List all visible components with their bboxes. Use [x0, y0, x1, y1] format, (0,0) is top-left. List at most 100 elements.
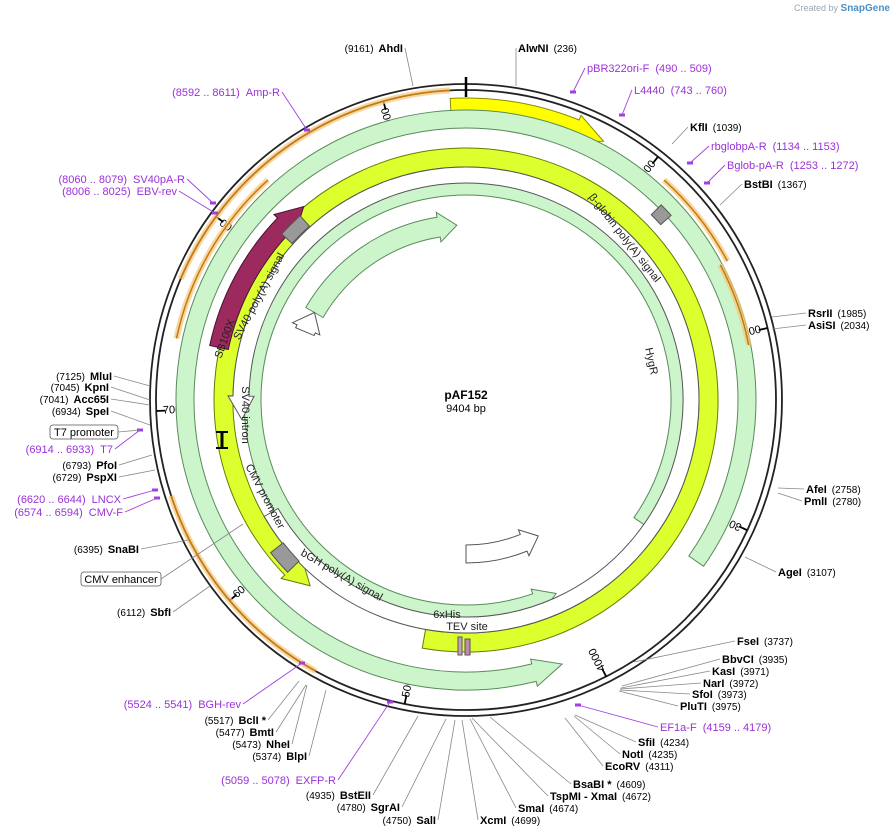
primer-sv40pa-r[interactable]: (8060 .. 8079)SV40pA-R: [59, 174, 216, 205]
boxed-feature-t7-promoter[interactable]: T7 promoter: [49, 424, 141, 440]
enzyme-site-pfoi[interactable]: (6793) PfoI: [62, 454, 153, 472]
boxed-feature-leader: [117, 429, 141, 433]
enzyme-label: NarI(3972): [703, 678, 758, 690]
enzyme-site-noti[interactable]: NotI(4235): [573, 715, 677, 761]
enzyme-leader-line: [118, 469, 156, 478]
enzyme-site-bcli[interactable]: (5517)BclI *: [205, 680, 300, 727]
enzyme-site-smai[interactable]: SmaI (4674): [469, 718, 578, 815]
enzyme-site-alwni[interactable]: AlwNI(236): [515, 43, 577, 86]
enzyme-site-sfii[interactable]: SfiI(4234): [574, 714, 689, 749]
enzyme-site-rsrii[interactable]: RsrII(1985): [771, 308, 866, 320]
enzyme-label: AfeI(2758): [806, 484, 861, 496]
enzyme-site-spei[interactable]: (6934)SpeI: [52, 406, 151, 426]
primer-ebv-rev[interactable]: (8006 .. 8025)EBV-rev: [62, 186, 218, 215]
primer-pos: (490 .. 509): [655, 63, 711, 75]
primer-leader-line: [242, 662, 303, 705]
enzyme-name: PmlI: [804, 496, 827, 508]
enzyme-site-bstbi[interactable]: BstBI(1367): [719, 179, 807, 206]
feature-ef-1-promoter[interactable]: [465, 529, 539, 564]
tick-2000: [758, 327, 768, 331]
tick-1000: [651, 156, 659, 165]
enzyme-site-bmti[interactable]: (5477)BmtI: [216, 684, 307, 739]
primer-rbglobpa-r[interactable]: rbglobpA-R(1134 .. 1153): [687, 141, 840, 165]
enzyme-leader-line: [110, 386, 151, 401]
enzyme-label: (5374)BlpI: [252, 751, 307, 763]
enzyme-position: (2758): [832, 485, 861, 496]
boxed-feature-cmv-enhancer[interactable]: CMV enhancer: [80, 523, 244, 587]
enzyme-position: (5517): [205, 716, 234, 727]
enzyme-site-kasi[interactable]: KasI(3971): [620, 666, 769, 689]
enzyme-site-fsei[interactable]: FseI(3737): [633, 636, 793, 663]
enzyme-site-tspmi-xmai[interactable]: TspMI - XmaI(4672): [471, 717, 651, 803]
enzyme-site-agei[interactable]: AgeI(3107): [744, 556, 836, 579]
enzyme-site-pmli[interactable]: PmlI(2780): [777, 492, 861, 508]
enzyme-site-ecorv[interactable]: EcoRV(4311): [564, 717, 673, 773]
enzyme-site-bsabi[interactable]: BsaBI *(4609): [489, 716, 645, 791]
enzyme-site-asisi[interactable]: AsiSI(2034): [771, 320, 869, 332]
primer-amp-r[interactable]: (8592 .. 8611)Amp-R: [172, 87, 310, 132]
primer-label: (8592 .. 8611)Amp-R: [172, 87, 280, 99]
enzyme-position: (1039): [713, 123, 742, 134]
primer-bgh-rev[interactable]: (5524 .. 5541)BGH-rev: [124, 661, 305, 712]
primer-site-mark: [387, 700, 393, 704]
feature-hygr-outer[interactable]: [175, 109, 757, 691]
enzyme-site-sgrai[interactable]: (4780)SgrAI: [337, 718, 447, 814]
feature-sv40-poly-a-signal[interactable]: [280, 214, 311, 245]
primer-bglob-pa-r[interactable]: Bglob-pA-R(1253 .. 1272): [704, 160, 858, 185]
enzyme-site-ahdi[interactable]: (9161)AhdI: [345, 43, 414, 87]
feature-bgh-poly-a-signal[interactable]: [269, 542, 300, 573]
primer-pos: (8592 .. 8611): [172, 87, 240, 99]
enzyme-position: (5374): [252, 752, 281, 763]
enzyme-site-snabi[interactable]: (6395)SnaBI: [74, 539, 189, 556]
feature-cmv-promoter[interactable]: [227, 166, 700, 634]
orf-line-1: [663, 179, 729, 262]
enzyme-site-xcmi[interactable]: XcmI(4699): [461, 719, 540, 827]
enzyme-site-sbfi[interactable]: (6112)SbfI: [117, 585, 211, 619]
primer-exfp-r[interactable]: (5059 .. 5078)EXFP-R: [221, 700, 393, 788]
enzyme-site-sfoi[interactable]: SfoI(3973): [619, 689, 747, 701]
primer-label: (8060 .. 8079)SV40pA-R: [59, 174, 186, 186]
primer-lncx[interactable]: (6620 .. 6644)LNCX: [17, 488, 158, 507]
enzyme-site-sali[interactable]: (4750)SalI: [383, 719, 456, 827]
primer-site-mark: [210, 201, 216, 205]
enzyme-name: PfoI: [96, 460, 117, 472]
orf-line-0: [179, 89, 450, 280]
primer-pbr322ori-f[interactable]: pBR322ori-F (490 .. 509): [570, 63, 712, 94]
primer-l4440[interactable]: L4440(743 .. 760): [619, 85, 727, 117]
enzyme-name: SmaI: [518, 803, 544, 815]
enzyme-site-nari[interactable]: NarI(3972): [619, 678, 758, 690]
feature-ampr[interactable]: [305, 211, 458, 319]
primer-site-mark: [619, 113, 625, 117]
enzyme-position: (4674): [549, 804, 578, 815]
primer-leader-line: [689, 145, 710, 164]
enzyme-name: KasI: [712, 666, 735, 678]
enzyme-site-kfli[interactable]: KflI (1039): [671, 122, 742, 145]
enzyme-name: KflI: [690, 122, 708, 134]
feature-globin-poly-a-signal[interactable]: [650, 204, 672, 226]
enzyme-name: EcoRV: [605, 761, 641, 773]
feature-ampr-promoter[interactable]: [291, 311, 321, 337]
enzyme-site-acc65i[interactable]: (7041)Acc65I: [40, 394, 151, 406]
primer-leader-line: [281, 91, 308, 131]
enzyme-site-afei[interactable]: AfeI(2758): [777, 484, 861, 496]
primer-ef1a-f[interactable]: EF1a-F(4159 .. 4179): [575, 703, 771, 735]
enzyme-site-pluti[interactable]: PluTI(3975): [618, 690, 741, 713]
enzyme-site-kpni[interactable]: (7045)KpnI: [51, 382, 151, 401]
enzyme-site-bsteii[interactable]: (4935)BstEII: [306, 715, 419, 802]
enzyme-leader-line: [118, 454, 153, 466]
enzyme-label: (4935)BstEII: [306, 790, 371, 802]
enzyme-site-bbvci[interactable]: BbvCI(3935): [621, 654, 788, 687]
primer-name: pBR322ori-F: [587, 63, 650, 75]
enzyme-site-blpi[interactable]: (5374)BlpI: [252, 689, 327, 763]
enzyme-position: (4672): [622, 792, 651, 803]
enzyme-site-nhei[interactable]: (5473)NheI: [232, 684, 308, 751]
enzyme-position: (6793): [62, 461, 91, 472]
plasmid-length: 9404 bp: [446, 403, 486, 415]
primer-cmv-f[interactable]: (6574 .. 6594)CMV-F: [14, 496, 160, 520]
enzyme-position: (4780): [337, 803, 366, 814]
enzyme-site-pspxi[interactable]: (6729)PspXI: [53, 469, 156, 484]
enzyme-site-mlui[interactable]: (7125)MluI: [56, 371, 151, 387]
primer-site-mark: [570, 90, 576, 94]
